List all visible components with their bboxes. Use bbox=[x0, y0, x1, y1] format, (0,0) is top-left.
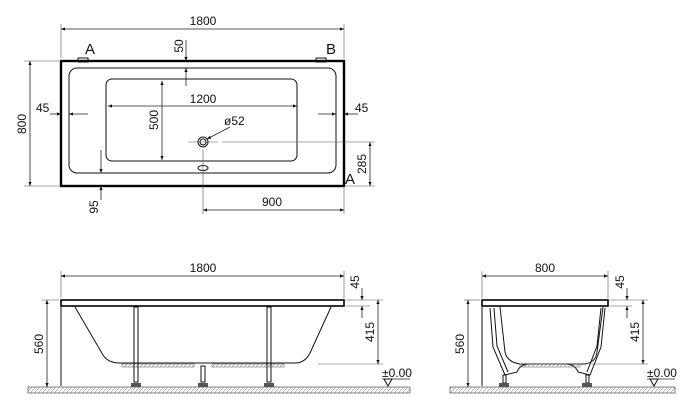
dim-drain-offset-side: 285 bbox=[355, 154, 369, 174]
frame-left-inner bbox=[493, 307, 509, 373]
end-view: 800 560 45 415 ±0.00 bbox=[449, 261, 677, 394]
top-view: 1800 800 A B A 50 1200 500 45 45 ø52 bbox=[15, 14, 375, 214]
dim-side-depth: 415 bbox=[363, 322, 377, 342]
dim-rim-right: 45 bbox=[355, 101, 369, 115]
dim-end-width: 800 bbox=[535, 261, 555, 275]
leg bbox=[585, 374, 590, 384]
leg bbox=[502, 374, 507, 384]
basin-side bbox=[74, 306, 332, 364]
dim-side-length: 1800 bbox=[190, 261, 217, 275]
side-view: 1800 560 45 415 ±0.00 bbox=[27, 261, 412, 394]
dim-rim-top: 50 bbox=[172, 39, 186, 53]
foot bbox=[131, 383, 141, 387]
dim-rim-left: 45 bbox=[36, 101, 50, 115]
dim-overall-width: 800 bbox=[15, 114, 29, 134]
support-board bbox=[121, 363, 195, 368]
rim-inner-outline bbox=[68, 67, 337, 174]
dim-inner-width: 500 bbox=[147, 110, 161, 130]
tub-outline bbox=[59, 59, 346, 188]
foot bbox=[582, 383, 592, 387]
floor-level-side: ±0.00 bbox=[382, 366, 412, 380]
dim-drain-offset-end: 900 bbox=[262, 195, 282, 209]
basin-bottom-outline bbox=[105, 78, 298, 162]
dim-side-height: 560 bbox=[32, 334, 46, 354]
level-triangle-icon bbox=[383, 378, 393, 388]
rim-end bbox=[481, 299, 609, 307]
foot bbox=[264, 383, 274, 387]
dim-inner-length: 1200 bbox=[190, 92, 217, 106]
floor-hatch bbox=[449, 386, 676, 394]
foot bbox=[198, 383, 208, 387]
dim-overflow-offset: 95 bbox=[87, 200, 101, 214]
level-triangle-icon bbox=[649, 378, 659, 388]
basin-end bbox=[499, 306, 604, 365]
support-board bbox=[519, 363, 581, 368]
leg bbox=[266, 306, 272, 383]
drain-foot bbox=[200, 365, 206, 383]
floor-level-end: ±0.00 bbox=[647, 366, 677, 380]
dim-overall-length: 1800 bbox=[190, 14, 217, 28]
dim-end-height: 560 bbox=[453, 334, 467, 354]
label-a-bottom: A bbox=[345, 171, 355, 188]
dim-end-rim: 45 bbox=[613, 275, 627, 289]
foot bbox=[499, 383, 509, 387]
label-a: A bbox=[85, 41, 95, 58]
mount-b bbox=[315, 57, 327, 63]
support-board bbox=[211, 363, 285, 368]
leg bbox=[133, 306, 139, 383]
frame-right-inner bbox=[586, 307, 602, 373]
floor-hatch bbox=[27, 386, 411, 394]
dim-drain-diameter: ø52 bbox=[224, 114, 245, 128]
dim-end-depth: 415 bbox=[628, 322, 642, 342]
rim-side bbox=[60, 299, 345, 307]
leader-line bbox=[206, 126, 231, 140]
mount-a bbox=[77, 57, 89, 63]
label-b: B bbox=[326, 41, 336, 58]
dim-side-rim: 45 bbox=[348, 275, 362, 289]
